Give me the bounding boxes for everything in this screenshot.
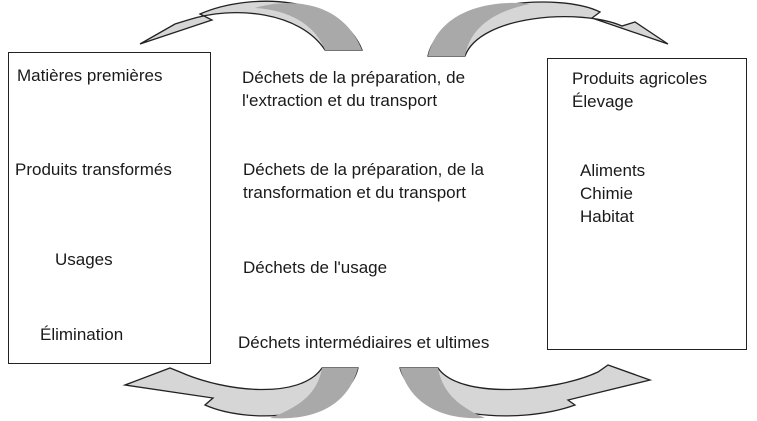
step-transformed-products: Produits transformés [15,160,172,179]
top-left-curved-arrow [139,0,363,51]
item-food: Aliments [580,161,646,180]
waste-transformation-line-1: Déchets de la préparation, de la [243,160,484,179]
top-right-curved-arrow [427,1,669,57]
waste-extraction-line-1: Déchets de la préparation, de [242,68,466,87]
waste-final: Déchets intermédiaires et ultimes [238,333,490,352]
waste-usage: Déchets de l'usage [243,258,388,277]
waste-transformation-line-2: transformation et du transport [243,183,467,202]
step-raw-materials: Matières premières [17,66,163,85]
item-housing: Habitat [580,207,634,226]
agriculture-box [547,58,747,350]
lifecycle-box [8,52,211,364]
step-elimination: Élimination [40,325,124,344]
right-header-line-2: Élevage [572,92,634,111]
bottom-left-curved-arrow [122,367,359,419]
step-usages: Usages [55,250,113,269]
waste-extraction-line-2: l'extraction et du transport [242,91,438,110]
item-chemistry: Chimie [580,184,633,203]
right-header-line-1: Produits agricoles [572,69,708,88]
bottom-right-curved-arrow [399,364,653,419]
